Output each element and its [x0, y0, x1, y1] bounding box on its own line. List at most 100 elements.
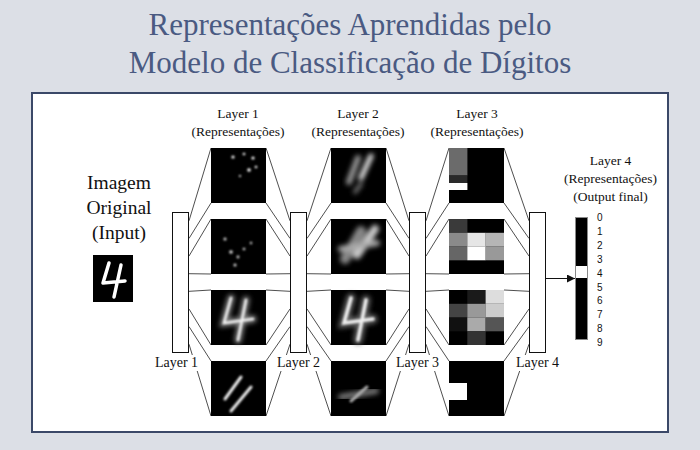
- fan-line: [266, 309, 290, 345]
- feature-map: [331, 290, 386, 345]
- map-stroke: [344, 298, 373, 340]
- column-heading: Layer 3 (Representações): [421, 105, 533, 141]
- map-cell: [467, 290, 485, 304]
- column-heading: Layer 2 (Representações): [302, 105, 414, 141]
- class-digit: 2: [597, 240, 603, 252]
- feature-map: [331, 361, 386, 416]
- map-ground: [211, 148, 266, 203]
- dot: [255, 166, 258, 169]
- layer-label: Layer 1: [153, 355, 200, 371]
- layer-box: Layer 3: [409, 212, 426, 353]
- dot: [237, 256, 240, 259]
- layer-box: Layer 1: [172, 212, 189, 353]
- class-digit: 8: [597, 323, 603, 335]
- map-blobs: [349, 156, 371, 192]
- fan-line: [386, 219, 409, 256]
- class-digit: 0: [597, 212, 603, 224]
- fan-line: [266, 273, 290, 274]
- fan-line: [189, 219, 211, 256]
- column-heading: Layer 1 (Representações): [182, 105, 294, 141]
- fan-line: [266, 219, 290, 256]
- layer-label: Layer 4: [514, 355, 561, 371]
- dot: [229, 250, 233, 254]
- map-cell: [486, 233, 504, 247]
- fan-line: [504, 309, 529, 345]
- map-dots: [224, 238, 253, 267]
- map-stroke: [361, 156, 371, 178]
- fan-line: [426, 273, 449, 274]
- map-cell: [467, 331, 485, 345]
- arrow-connector: [546, 278, 575, 279]
- map-cell: [449, 247, 467, 261]
- fan-line: [426, 148, 449, 221]
- fan-line: [307, 273, 331, 274]
- feature-map: [331, 219, 386, 274]
- dot: [243, 248, 246, 251]
- fan-line: [504, 290, 529, 291]
- class-digit: 4: [597, 268, 603, 280]
- map-cell: [467, 318, 485, 332]
- fan-line: [426, 219, 449, 256]
- map-blobs: [341, 229, 377, 259]
- map-stroke: [224, 298, 253, 340]
- map-cell: [449, 183, 467, 190]
- fan-line: [189, 273, 211, 274]
- feature-map: [449, 361, 504, 416]
- input-image: Imagem Original (Input): [93, 255, 133, 302]
- feature-map: [211, 219, 266, 274]
- map-cell: [449, 304, 467, 318]
- feature-map: [449, 219, 504, 274]
- fan-line: [266, 203, 290, 238]
- dot: [234, 264, 237, 267]
- map-stroke: [351, 387, 367, 401]
- map-ground: [449, 219, 504, 274]
- fan-line: [386, 290, 409, 291]
- map-cell: [449, 233, 467, 247]
- fan-line: [307, 309, 331, 345]
- feature-map: [211, 290, 266, 345]
- fan-line: [266, 148, 290, 221]
- fan-line: [307, 148, 331, 221]
- dot: [250, 242, 252, 244]
- diagram-title: Representações Aprendidas pelo Modelo de…: [90, 6, 610, 82]
- class-digit: 5: [597, 282, 603, 294]
- map-cell: [449, 383, 467, 400]
- dot: [247, 168, 251, 172]
- fan-line: [504, 273, 529, 274]
- map-ground: [331, 361, 386, 416]
- dot: [224, 238, 227, 241]
- output-bar: Layer 4 (Representações) (Output final): [575, 217, 588, 340]
- layer-label: Layer 2: [275, 355, 322, 371]
- fan-line: [386, 309, 409, 345]
- map-cell: [449, 148, 467, 176]
- fan-line: [386, 203, 409, 238]
- fan-line: [426, 309, 449, 345]
- feature-map: [211, 148, 266, 203]
- fan-line: [504, 219, 529, 256]
- fan-line: [426, 290, 449, 291]
- fan-line: [386, 148, 409, 221]
- map-cell: [486, 247, 504, 261]
- map-stroke: [349, 158, 358, 182]
- map-stroke: [355, 184, 361, 192]
- map-ground: [331, 219, 386, 274]
- map-ground: [449, 148, 504, 203]
- map-ground: [211, 290, 266, 345]
- feature-map: [211, 361, 266, 416]
- fan-line: [426, 203, 449, 238]
- fan-line: [307, 290, 331, 291]
- white-panel: [32, 93, 668, 432]
- map-ground: [331, 148, 386, 203]
- digit-picture: [93, 255, 133, 302]
- map-ground: [331, 290, 386, 345]
- feature-map: [331, 148, 386, 203]
- map-stroke: [344, 298, 373, 340]
- layer-label: Layer 3: [394, 355, 441, 371]
- class-digit: 1: [597, 226, 603, 238]
- digit-stroke: [103, 263, 125, 297]
- fan-line: [504, 203, 529, 238]
- fan-line: [307, 219, 331, 256]
- class-digit: 9: [597, 337, 603, 349]
- map-dots: [231, 153, 257, 177]
